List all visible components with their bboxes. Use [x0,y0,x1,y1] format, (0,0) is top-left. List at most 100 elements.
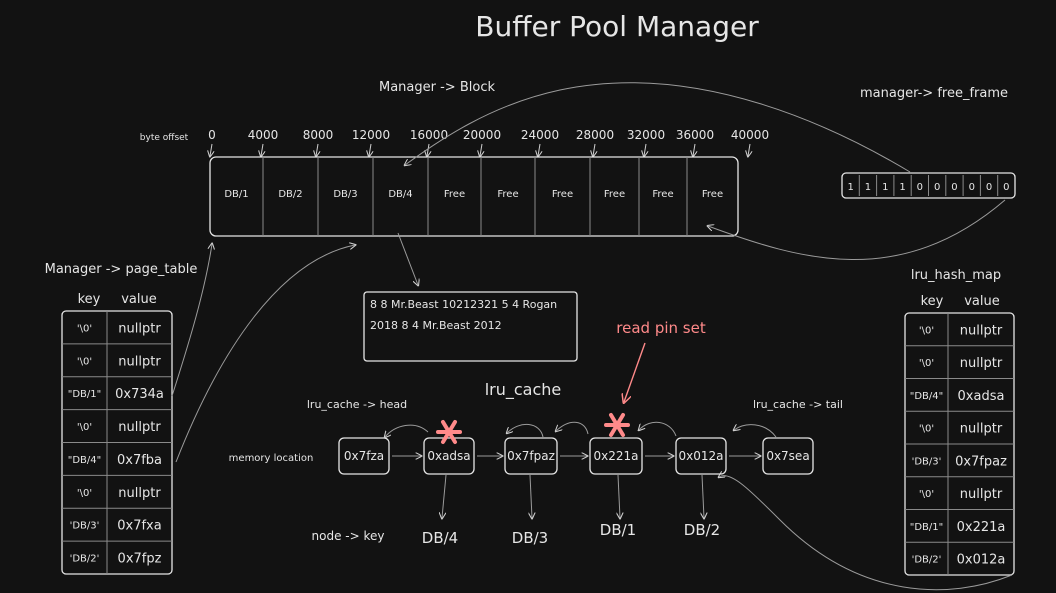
page-title: Buffer Pool Manager [475,10,759,43]
read-pin-set-arrow [624,342,646,402]
back-link-2 [556,421,589,435]
page-table-key: 'DB/3' [70,521,100,532]
offset-28000: 28000 [576,128,614,142]
lru-hash-map-key: '\0' [919,325,934,336]
node-key-arrow [530,474,532,518]
offset-16000: 16000 [410,128,448,142]
lru-hash-map-value: 0x012a [957,553,1006,568]
read-pin-set-label: read pin set [616,319,706,337]
block-cell-free: Free [702,189,723,200]
lru-node-label: 0x7fpaz [507,449,555,463]
record-line-1: 8 8 Mr.Beast 10212321 5 4 Rogan [370,298,557,311]
lru-head-label: lru_cache -> head [307,398,407,411]
lru-node-label: 0x7fza [344,449,384,463]
lru-hash-map-value: nullptr [960,356,1003,371]
lru-hash-map-value: 0xadsa [958,389,1005,404]
lru-node [589,437,643,475]
page-table-value: nullptr [118,354,161,369]
free-frame-bit: 0 [917,182,923,193]
free-frame-bit: 0 [969,182,975,193]
page-table-label: Manager -> page_table [45,262,198,277]
page-table-to-db4-arrow [175,245,355,463]
lru-hash-map-key: 'DB/3' [912,456,942,467]
lru-hash-map-key: '\0' [919,358,934,369]
page-table-key: "DB/1" [68,389,102,400]
lru-hash-map-value: 0x221a [957,520,1006,535]
lru-key-db2: DB/2 [684,521,720,539]
lru-key-db3: DB/3 [512,529,548,547]
page-table-key: '\0' [77,323,92,334]
block-label: Manager -> Block [379,80,495,95]
free-frame-bit: 0 [951,182,957,193]
page-table-value-header: value [121,292,157,307]
page-table-key: 'DB/2' [70,554,100,565]
offset-tick [369,143,371,156]
page-table-value: 0x734a [115,387,164,402]
lru-node [338,437,390,475]
free-frame-bit: 1 [865,182,871,193]
page-table-rows: '\0'nullptr'\0'nullptr"DB/1"0x734a'\0'nu… [62,321,172,567]
page-table-key: '\0' [77,422,92,433]
lru-key-db1: DB/1 [600,521,636,539]
db4-to-record-arrow [397,232,418,285]
offset-24000: 24000 [521,128,559,142]
lru-node [762,437,814,475]
free-frame-label: manager-> free_frame [860,86,1008,101]
block-cell-free: Free [497,189,518,200]
offset-tick [538,143,540,156]
lru-hash-map-value: nullptr [960,323,1003,338]
free-frame-bit: 1 [847,182,853,193]
offset-20000: 20000 [463,128,501,142]
free-frame-bit: 1 [882,182,888,193]
offset-tick [748,143,750,156]
lru-node-label: 0xadsa [427,449,470,463]
lru-hash-map-value: 0x7fpaz [955,454,1007,469]
offset-40000: 40000 [731,128,769,142]
lru-hash-map-value: nullptr [960,487,1003,502]
block-cell-free: Free [652,189,673,200]
page-table-key: "DB/4" [68,455,102,466]
page-table-value: 0x7fba [117,453,162,468]
offset-tick [644,143,646,156]
offset-tick [316,143,318,156]
node-key-arrow [442,474,447,518]
block-to-free-frame-curve [708,199,1006,260]
offset-tick [427,143,429,156]
lru-node [675,437,727,475]
lru-hash-map-key-header: key [921,294,944,309]
lru-key-db4: DB/4 [422,529,458,547]
lru-cache-label: lru_cache [485,380,562,400]
page-table-value: 0x7fpz [118,552,162,567]
offset-36000: 36000 [676,128,714,142]
memory-location-label: memory location [229,453,314,464]
block-cell-db1: DB/1 [224,189,248,200]
offset-12000: 12000 [352,128,390,142]
free-frame-bit: 0 [986,182,992,193]
offset-4000: 4000 [248,128,279,142]
lru-hash-map-rows: '\0'nullptr'\0'nullptr"DB/4"0xadsa'\0'nu… [905,323,1014,568]
lru-hash-map-value: nullptr [960,422,1003,437]
lru-hash-map-key: '\0' [919,489,934,500]
block-cell-db4: DB/4 [388,189,412,200]
block-cell-free: Free [552,189,573,200]
pin-marker-2 [604,413,630,437]
back-link-3 [639,421,677,437]
offset-32000: 32000 [627,128,665,142]
lru-hash-map-key: "DB/1" [910,522,944,533]
hash-map-to-lru-arrow [719,476,1013,591]
free-frame-bit: 1 [899,182,905,193]
free-frame-bit: 0 [934,182,940,193]
tail-arrow [734,425,777,438]
byte-offset-label: byte offset [140,133,189,143]
lru-hash-map-value-header: value [964,294,1000,309]
block-outline [209,156,739,237]
offset-tick [261,143,263,156]
page-table-key: '\0' [77,356,92,367]
back-link-1 [507,424,544,438]
offset-tick [210,143,212,156]
